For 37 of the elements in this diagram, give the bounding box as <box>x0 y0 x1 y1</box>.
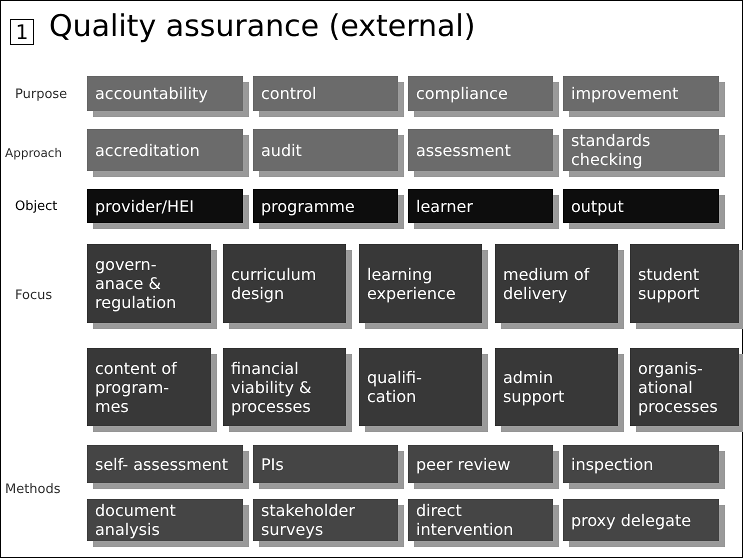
row-label: Purpose <box>15 87 68 102</box>
category-box: admin support <box>495 348 618 426</box>
category-box: improvement <box>563 76 719 111</box>
category-box: student support <box>630 244 739 323</box>
category-box: financial viability & processes <box>223 348 346 426</box>
category-box: qualifi- cation <box>359 348 482 426</box>
category-box: accreditation <box>87 129 243 171</box>
category-box: compliance <box>408 76 553 111</box>
row-label: Approach <box>5 146 62 160</box>
row-label: Object <box>15 199 58 214</box>
category-box: organis- ational processes <box>630 348 739 426</box>
title: Quality assurance (external) <box>49 9 476 45</box>
category-box: direct intervention <box>408 499 553 541</box>
category-box: learner <box>408 189 553 223</box>
category-box: peer review <box>408 445 553 483</box>
category-box: PIs <box>253 445 398 483</box>
category-box: audit <box>253 129 398 171</box>
category-box: standards checking <box>563 129 719 171</box>
category-box: proxy delegate <box>563 499 719 541</box>
category-box: curriculum design <box>223 244 346 323</box>
category-box: self- assessment <box>87 445 243 483</box>
category-box: medium of delivery <box>495 244 618 323</box>
category-box: stakeholder surveys <box>253 499 398 541</box>
category-box: assessment <box>408 129 553 171</box>
row-label: Focus <box>15 288 52 303</box>
category-box: output <box>563 189 719 223</box>
category-box: accountability <box>87 76 243 111</box>
category-box: content of program- mes <box>87 348 211 426</box>
category-box: govern- anace & regulation <box>87 244 211 323</box>
category-box: inspection <box>563 445 719 483</box>
category-box: programme <box>253 189 398 223</box>
number-label: 1 <box>10 19 34 45</box>
category-box: provider/HEI <box>87 189 243 223</box>
category-box: control <box>253 76 398 111</box>
category-box: document analysis <box>87 499 243 541</box>
row-label: Methods <box>5 482 61 497</box>
category-box: learning experience <box>359 244 482 323</box>
